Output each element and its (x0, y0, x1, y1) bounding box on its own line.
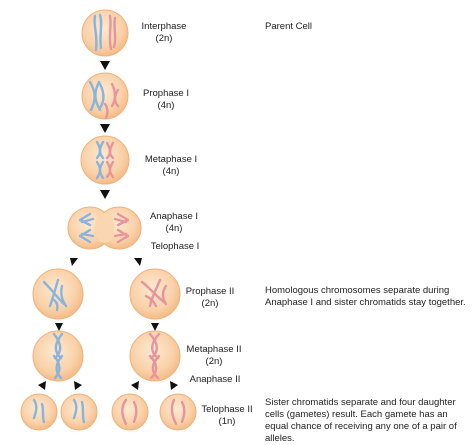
stage-ploidy: (4n) (162, 166, 180, 177)
cell-prophase2-right (129, 268, 181, 320)
arrows (38, 61, 178, 390)
stage-ploidy: (4n) (157, 100, 175, 111)
cell-metaphase1 (80, 135, 130, 185)
chromosome-group-prophase2-left (42, 278, 68, 312)
cell-prophase2-left (32, 268, 84, 320)
stage-name: Telophase II (201, 404, 253, 415)
stage-label-prophase1: Prophase I (4n) (138, 88, 194, 112)
cell-telophase2-4 (159, 393, 197, 431)
stage-ploidy: (2n) (205, 356, 223, 367)
chromosome-group-metaphase2-right (148, 332, 161, 380)
arrow-anaphase1-right (134, 258, 142, 266)
stage-label-metaphase2: Metaphase II (2n) (182, 344, 246, 368)
stage-ploidy: (4n) (165, 223, 183, 234)
arrow-prophase1-metaphase1 (100, 124, 110, 133)
chromosome-group-metaphase1 (95, 140, 115, 180)
stage-ploidy: (2n) (201, 298, 219, 309)
arrow-metaphase2-right-a (131, 381, 139, 390)
chromosome-group-anaphase1 (78, 212, 130, 244)
arrow-interphase-prophase1 (100, 61, 110, 70)
stage-name: Anaphase II (189, 374, 241, 385)
stage-ploidy: (2n) (155, 33, 173, 44)
chromosome-group-telophase2-4 (170, 398, 186, 426)
stage-label-anaphase1: Anaphase I (4n) (146, 211, 202, 235)
stage-name: Anaphase I (149, 211, 199, 222)
chromosome-group-telophase2-2 (72, 398, 86, 424)
stage-name: Prophase I (143, 88, 189, 99)
arrow-prophase2-right (151, 323, 159, 331)
arrow-prophase2-left (55, 323, 63, 331)
chromosome-group-interphase (93, 13, 117, 52)
note-homologous-separation: Homologous chromosomes separate during A… (265, 285, 466, 308)
chromosome-group-telophase2-3 (121, 398, 138, 426)
cell-metaphase2-left (32, 330, 84, 382)
stage-label-telophase2: Telophase II (1n) (198, 404, 256, 428)
chromosome-group-prophase2-right (140, 278, 168, 308)
cell-prophase1 (81, 72, 129, 120)
arrow-metaphase2-left-b (74, 381, 82, 390)
arrow-anaphase1-left (70, 258, 78, 266)
cell-telophase2-2 (60, 393, 98, 431)
cell-telophase2-1 (20, 393, 58, 431)
stage-name: Metaphase I (144, 154, 198, 165)
arrow-metaphase2-left-a (38, 381, 46, 390)
stage-name: Prophase II (185, 286, 235, 297)
stage-label-telophase1: Telophase I (144, 241, 206, 253)
stage-name: Telophase I (150, 241, 200, 252)
cell-metaphase2-right (129, 330, 181, 382)
arrow-metaphase2-right-b (170, 381, 178, 390)
stage-ploidy: (1n) (218, 416, 236, 427)
chromosome-group-prophase1 (88, 80, 120, 120)
arrow-metaphase1-anaphase1 (100, 190, 110, 199)
note-parent-cell: Parent Cell (265, 21, 312, 32)
stage-label-metaphase1: Metaphase I (4n) (140, 154, 202, 178)
stage-label-interphase: Interphase (2n) (138, 21, 190, 45)
chromosome-group-telophase2-1 (32, 398, 46, 424)
chromosome-group-metaphase2-left (52, 332, 64, 380)
stage-label-anaphase2: Anaphase II (186, 374, 244, 386)
stage-name: Metaphase II (186, 344, 242, 355)
cell-anaphase1 (67, 206, 142, 250)
cell-telophase2-3 (111, 393, 149, 431)
stage-label-prophase2: Prophase II (2n) (182, 286, 238, 310)
stage-name: Interphase (141, 21, 187, 32)
cell-interphase (81, 9, 129, 57)
